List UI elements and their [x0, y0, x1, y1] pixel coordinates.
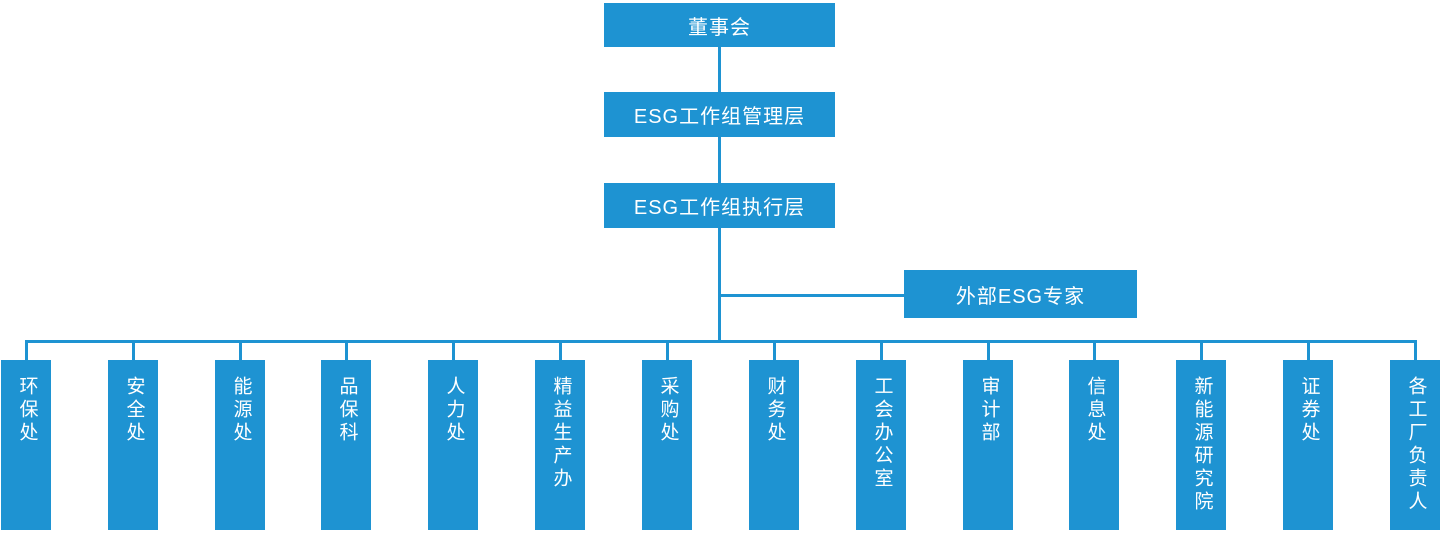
department-label: 人力处	[443, 376, 465, 445]
department-label: 环保处	[16, 376, 38, 445]
org-node-label: 董事会	[688, 16, 751, 39]
org-node-esg-management: ESG工作组管理层	[604, 92, 835, 137]
department-node: 审计部	[963, 360, 1013, 530]
connector-main-horizontal	[25, 340, 1417, 343]
connector-stub	[1200, 340, 1203, 360]
department-node: 精益生产办	[535, 360, 585, 530]
department-node: 品保科	[321, 360, 371, 530]
department-label: 安全处	[123, 376, 145, 445]
connector-stub	[666, 340, 669, 360]
department-label: 能源处	[230, 376, 252, 445]
connector-stub	[559, 340, 562, 360]
department-label: 审计部	[978, 376, 1000, 445]
department-node: 安全处	[108, 360, 158, 530]
department-label: 证券处	[1298, 376, 1320, 445]
connector-advisor-branch	[718, 294, 904, 297]
connector-management-to-execution	[718, 137, 721, 183]
department-node: 人力处	[428, 360, 478, 530]
connector-stub	[1307, 340, 1310, 360]
connector-board-to-management	[718, 47, 721, 92]
connector-stub	[1414, 340, 1417, 360]
org-node-label: 外部ESG专家	[955, 285, 1086, 308]
department-label: 信息处	[1084, 376, 1106, 445]
department-label: 财务处	[764, 376, 786, 445]
connector-trunk	[718, 228, 721, 343]
department-node: 工会办公室	[856, 360, 906, 530]
connector-stub	[25, 340, 28, 360]
connector-stub	[773, 340, 776, 360]
department-node: 各工厂负责人	[1390, 360, 1440, 530]
department-label: 采购处	[657, 376, 679, 445]
org-node-label: ESG工作组管理层	[633, 106, 806, 128]
department-label: 各工厂负责人	[1405, 376, 1427, 514]
connector-stub	[880, 340, 883, 360]
department-label: 精益生产办	[550, 376, 572, 491]
connector-stub	[239, 340, 242, 360]
department-node: 环保处	[1, 360, 51, 530]
department-label: 品保科	[336, 376, 358, 445]
department-node: 信息处	[1069, 360, 1119, 530]
department-node: 能源处	[215, 360, 265, 530]
org-node-esg-execution: ESG工作组执行层	[604, 183, 835, 228]
connector-stub	[132, 340, 135, 360]
connector-stub	[987, 340, 990, 360]
department-node: 证券处	[1283, 360, 1333, 530]
department-node: 采购处	[642, 360, 692, 530]
connector-stub	[452, 340, 455, 360]
department-node: 财务处	[749, 360, 799, 530]
connector-stub	[1093, 340, 1096, 360]
org-node-board: 董事会	[604, 3, 835, 47]
org-node-external-esg-experts: 外部ESG专家	[904, 270, 1137, 318]
connector-stub	[345, 340, 348, 360]
org-node-label: ESG工作组执行层	[633, 197, 806, 219]
department-node: 新能源研究院	[1176, 360, 1226, 530]
department-label: 新能源研究院	[1191, 376, 1213, 514]
department-label: 工会办公室	[871, 376, 893, 491]
